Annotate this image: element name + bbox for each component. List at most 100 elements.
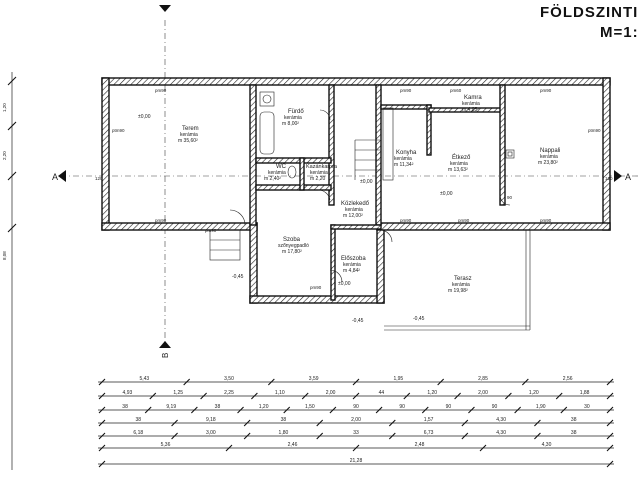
- dimension-tick: [479, 444, 487, 452]
- room-etkezo-sub: kerámia: [450, 161, 468, 167]
- dimension-tick: [144, 406, 152, 414]
- opening-label: pm90: [400, 218, 412, 223]
- dimension-label: 1,20: [259, 404, 269, 410]
- dimension-tick: [225, 444, 233, 452]
- room-kozlekedo-name: Közlekedő: [341, 201, 370, 207]
- dimension-tick: [237, 406, 244, 414]
- room-nappali-area: m 23,80²: [538, 160, 558, 166]
- dimension-label: 2,46: [288, 442, 298, 448]
- dimension-tick: [98, 419, 106, 427]
- room-terasz: Terasz kerámia m 19,98²: [448, 276, 472, 294]
- plan-title: FÖLDSZINTI: [540, 4, 639, 21]
- dimension-label: 5,43: [139, 376, 149, 382]
- room-nappali: Nappali kerámia m 23,80²: [538, 148, 560, 166]
- dimension-label: 1,80: [279, 430, 289, 436]
- dimension-tick: [98, 432, 106, 440]
- room-konyha-name: Konyha: [396, 150, 417, 156]
- opening-label: pm60: [450, 88, 462, 93]
- interior-walls: [249, 84, 506, 301]
- dimension-tick: [352, 378, 360, 386]
- dimension-label: 3,00: [206, 430, 216, 436]
- dimension-tick: [421, 406, 429, 414]
- opening-label: pm90: [155, 218, 167, 223]
- dimension-tick: [98, 378, 106, 386]
- room-kamra: Kamra kerámia m 4,05²: [462, 95, 482, 113]
- dimension-label: 38: [281, 417, 287, 423]
- entrance-steps: [209, 229, 241, 261]
- dimension-tick: [352, 444, 360, 452]
- left-dim: 8,08: [2, 251, 7, 260]
- dimension-tick: [98, 444, 106, 452]
- room-kazankamra-sub: kerámia: [310, 170, 328, 176]
- room-kozlekedo-area: m 12,00²: [343, 213, 363, 219]
- dimension-tick: [243, 419, 251, 427]
- dimension-label: 2,85: [478, 376, 488, 382]
- level-mark: ±0,00: [138, 114, 151, 120]
- level-mark: ±0,00: [440, 191, 453, 197]
- dimension-label: 1,20: [529, 390, 539, 396]
- dimension-tick: [375, 406, 383, 414]
- section-marker-a-left-label: A: [52, 172, 58, 182]
- room-terem-sub: kerámia: [180, 132, 198, 138]
- scale-label: M=1:: [600, 24, 639, 41]
- dimension-tick: [560, 406, 568, 414]
- level-marks: ±0,00 ±0,00 ±0,00 -0,45 -0,45 -0,45 ±0,0…: [138, 114, 453, 324]
- terrace: [384, 229, 545, 331]
- level-mark: ±0,00: [360, 179, 373, 185]
- dimension-tick: [461, 419, 469, 427]
- room-wc-name: WC: [276, 164, 287, 170]
- room-etkezo: Étkező kerámia m 13,63²: [448, 154, 471, 173]
- dimension-tick: [316, 432, 324, 440]
- room-wc: WC kerámia m 2,40²: [264, 164, 287, 182]
- opening-label: pm90: [540, 218, 552, 223]
- dimension-label: 90: [399, 404, 405, 410]
- dimension-label: 21,28: [350, 458, 363, 464]
- dimension-tick: [454, 392, 461, 400]
- dimension-tick: [388, 419, 396, 427]
- room-szoba: Szoba szőnyegpadló m 17,80²: [278, 237, 309, 255]
- dimension-tick: [190, 406, 198, 414]
- bathtub-icon: [259, 111, 275, 155]
- dimension-tick: [352, 392, 360, 400]
- opening-label: 90: [507, 195, 513, 200]
- section-marker-a-right: A: [614, 170, 631, 182]
- dimension-label: 44: [379, 390, 385, 396]
- section-marker-b-bottom: B: [159, 341, 171, 358]
- room-terem: Terem kerámia m 35,60²: [178, 126, 199, 144]
- dimension-label: 2,56: [563, 376, 573, 382]
- opening-label: ptm90: [588, 128, 601, 133]
- dimension-label: 2,25: [224, 390, 234, 396]
- dimension-tick: [149, 392, 157, 400]
- dimension-label: 1,25: [173, 390, 183, 396]
- door-swing-icon: [229, 109, 511, 283]
- room-terem-name: Terem: [182, 126, 199, 132]
- dimension-label: 2,00: [478, 390, 488, 396]
- left-dim: 2,20: [2, 151, 7, 160]
- opening-label: pm90: [540, 88, 552, 93]
- dimension-tick: [98, 406, 106, 414]
- room-kamra-area: m 4,05²: [462, 107, 479, 113]
- dimension-label: 2,48: [415, 442, 425, 448]
- dimension-tick: [555, 392, 563, 400]
- room-nappali-sub: kerámia: [540, 154, 558, 160]
- dimension-tick: [403, 392, 411, 400]
- room-wc-area: m 2,40²: [264, 176, 281, 182]
- room-eloszoba-name: Előszoba: [341, 256, 366, 262]
- room-terem-area: m 35,60²: [178, 138, 198, 144]
- room-konyha-area: m 11,34²: [394, 162, 414, 168]
- dimension-tick: [521, 378, 529, 386]
- dimension-label: 1,90: [536, 404, 546, 410]
- room-kamra-sub: kerámia: [462, 101, 480, 107]
- dimension-tick: [267, 378, 275, 386]
- room-konyha-sub: kerámia: [394, 156, 412, 162]
- room-kamra-name: Kamra: [464, 95, 482, 101]
- dimension-tick: [98, 392, 106, 400]
- opening-label: pm90: [155, 88, 167, 93]
- dimension-tick: [171, 432, 178, 440]
- room-terasz-sub: kerámia: [452, 282, 470, 288]
- dimension-label: 3,59: [309, 376, 319, 382]
- room-eloszoba-sub: kerámia: [343, 262, 361, 268]
- level-mark: -0,45: [413, 316, 425, 322]
- dimension-label: 9,18: [206, 417, 216, 423]
